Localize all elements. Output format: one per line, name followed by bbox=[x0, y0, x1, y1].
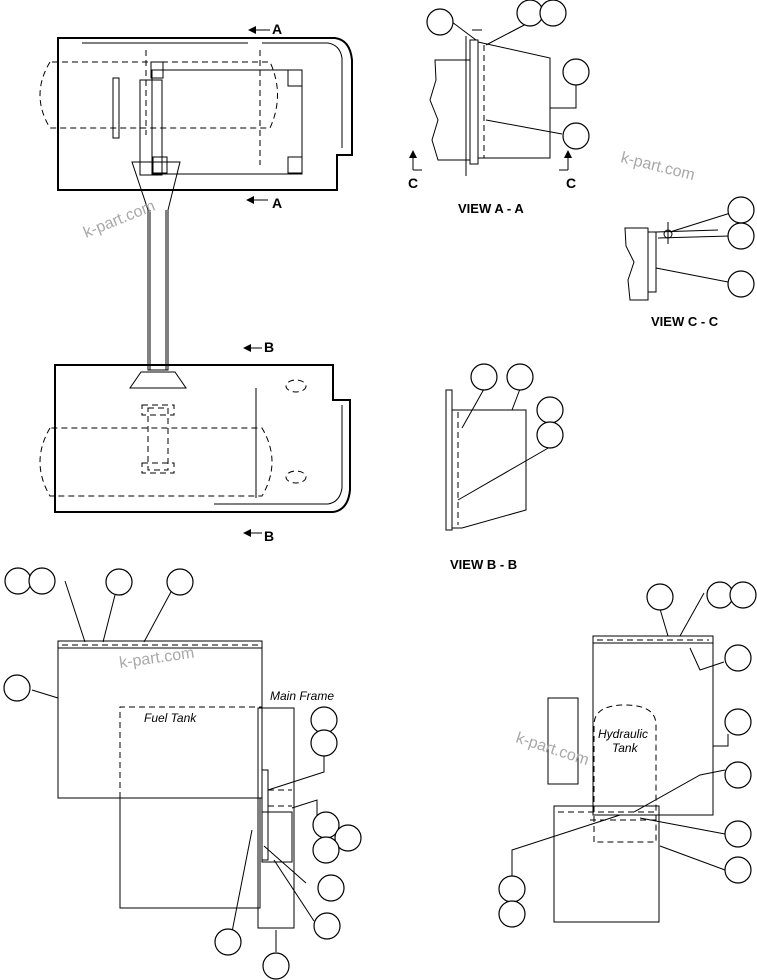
section-marker-c-left: C bbox=[408, 175, 418, 191]
watermark-text: k-part.com bbox=[81, 198, 157, 242]
view-a-a: C C VIEW A - A bbox=[408, 29, 576, 216]
callout-bubble bbox=[4, 567, 32, 595]
hydraulic-tank-label-line2: Tank bbox=[612, 741, 639, 755]
callout-bubble bbox=[646, 583, 674, 611]
callout-bubble bbox=[539, 0, 567, 27]
watermark-text: k-part.com bbox=[118, 645, 195, 672]
callout-bubble bbox=[562, 122, 590, 150]
callout-bubble bbox=[317, 874, 345, 902]
main-frame-label: Main Frame bbox=[270, 689, 334, 703]
fuel-tank-label: Fuel Tank bbox=[144, 711, 197, 725]
middle-plan-view bbox=[39, 364, 351, 513]
callout-bubble bbox=[310, 729, 338, 757]
view-c-c-title: VIEW C - C bbox=[651, 314, 719, 329]
callout-bubble bbox=[562, 58, 590, 86]
callout-bubble bbox=[536, 396, 564, 424]
connecting-shaft bbox=[131, 161, 181, 371]
leader-lines bbox=[31, 21, 741, 952]
callout-bubble bbox=[312, 836, 340, 864]
section-marker-b-bottom: B bbox=[264, 528, 274, 544]
callout-bubble bbox=[506, 363, 534, 391]
section-marker-a-bottom: A bbox=[272, 195, 282, 211]
callout-bubble bbox=[470, 363, 498, 391]
callout-bubble bbox=[724, 856, 752, 884]
callout-bubbles bbox=[3, 0, 757, 980]
callout-bubble bbox=[727, 270, 755, 298]
watermark-text: k-part.com bbox=[514, 730, 591, 770]
callout-bubble bbox=[727, 196, 755, 224]
callout-bubble bbox=[28, 567, 56, 595]
callout-bubble bbox=[214, 928, 242, 956]
callout-bubble bbox=[166, 568, 194, 596]
callout-bubble bbox=[498, 875, 526, 903]
callout-bubble bbox=[724, 708, 752, 736]
callout-bubble bbox=[729, 581, 757, 609]
callout-bubble bbox=[706, 581, 734, 609]
view-b-b-title: VIEW B - B bbox=[450, 557, 517, 572]
watermarks: k-part.com k-part.com k-part.com k-part.… bbox=[81, 149, 696, 769]
callout-bubble bbox=[310, 706, 338, 734]
section-marker-a-top: A bbox=[272, 21, 282, 37]
callout-bubble bbox=[426, 8, 454, 36]
section-marker-b-top: B bbox=[264, 339, 274, 355]
hydraulic-tank-label-line1: Hydraulic bbox=[598, 727, 648, 741]
view-b-b: VIEW B - B bbox=[445, 389, 527, 572]
callout-bubble bbox=[498, 900, 526, 928]
hydraulic-tank-side-view: Hydraulic Tank bbox=[547, 635, 714, 923]
callout-bubble bbox=[724, 820, 752, 848]
view-a-a-title: VIEW A - A bbox=[458, 201, 524, 216]
callout-bubble bbox=[262, 952, 290, 980]
callout-bubble bbox=[536, 421, 564, 449]
top-plan-view bbox=[39, 37, 353, 191]
fuel-tank-side-view: Main Frame Fuel Tank bbox=[57, 640, 334, 929]
callout-bubble bbox=[727, 222, 755, 250]
watermark-text: k-part.com bbox=[619, 149, 696, 184]
callout-bubble bbox=[334, 824, 362, 852]
callout-bubble bbox=[724, 761, 752, 789]
callout-bubble bbox=[516, 0, 544, 27]
callout-bubble bbox=[724, 644, 752, 672]
section-markers: A A B B bbox=[243, 21, 282, 544]
section-marker-c-right: C bbox=[566, 175, 576, 191]
callout-bubble bbox=[3, 674, 31, 702]
callout-bubble bbox=[313, 912, 341, 940]
callout-bubble bbox=[105, 568, 133, 596]
